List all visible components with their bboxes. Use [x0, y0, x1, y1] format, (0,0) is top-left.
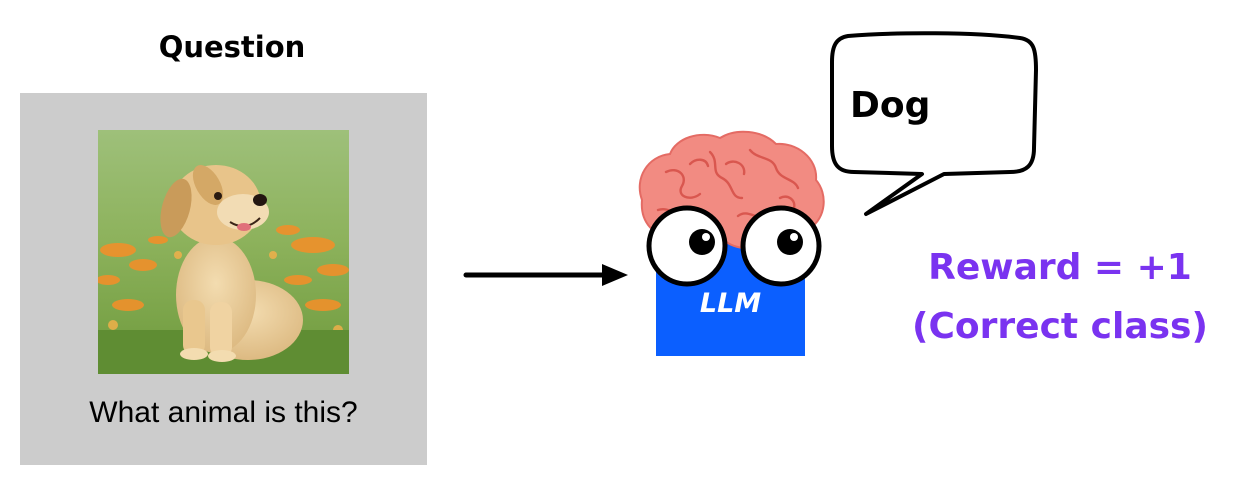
speech-bubble [830, 31, 1038, 216]
input-arrow [462, 258, 632, 298]
answer-text: Dog [850, 85, 931, 126]
brain-icon [638, 130, 825, 287]
question-card: What animal is this? [20, 93, 427, 465]
reward-value: Reward = +1 [928, 247, 1192, 288]
llm-figure: LLM [630, 128, 830, 360]
llm-label: LLM [699, 288, 762, 319]
puppy-image [98, 130, 349, 374]
question-title: Question [158, 30, 306, 64]
reward-reason: (Correct class) [912, 306, 1208, 347]
question-prompt: What animal is this? [89, 396, 358, 429]
